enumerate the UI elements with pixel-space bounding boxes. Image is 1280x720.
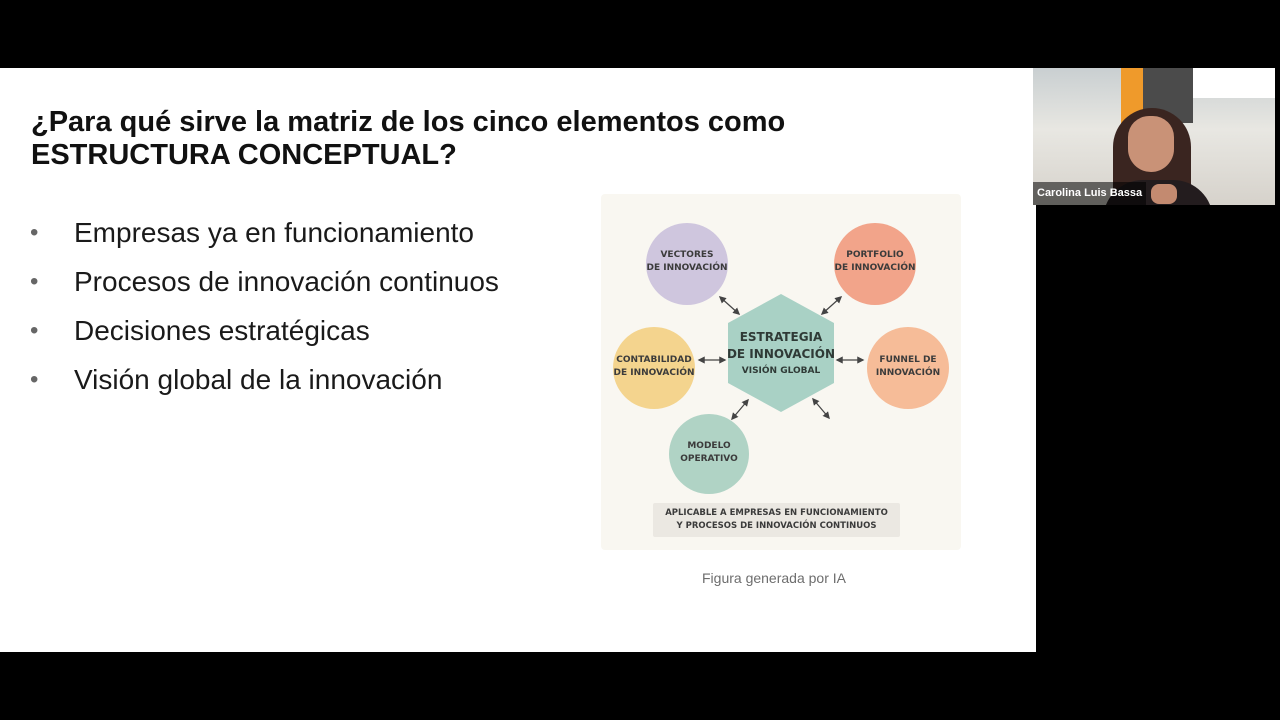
bullet-item: • Empresas ya en funcionamiento (30, 208, 499, 257)
figure-footer-line: Y PROCESOS DE INNOVACIÓN CONTINUOS (676, 521, 877, 531)
arrow-modelo (731, 398, 749, 421)
center-label-line: ESTRATEGIA (739, 330, 823, 344)
figure-caption: Figura generada por IA (702, 570, 846, 586)
node-label-vectores: VECTORES DE INNOVACIÓN (637, 249, 737, 275)
node-label-line: OPERATIVO (680, 454, 738, 464)
participant-face (1128, 116, 1174, 172)
node-label-line: FUNNEL DE (879, 355, 937, 365)
node-label-line: CONTABILIDAD (616, 355, 692, 365)
slide-title-line-1: ¿Para qué sirve la matriz de los cinco e… (31, 106, 786, 138)
center-label: ESTRATEGIA DE INNOVACIÓN VISIÓN GLOBAL (721, 329, 841, 379)
node-label-line: MODELO (687, 441, 731, 451)
bullet-icon: • (30, 316, 39, 344)
node-label-line: DE INNOVACIÓN (613, 368, 695, 378)
node-circle-funnel (867, 327, 949, 409)
bullet-text: Decisiones estratégicas (74, 314, 370, 346)
node-label-modelo: MODELO OPERATIVO (659, 440, 759, 466)
bullet-icon: • (30, 365, 39, 393)
node-circle-contabilidad (613, 327, 695, 409)
slide-title: ¿Para qué sirve la matriz de los cinco e… (31, 106, 911, 172)
bullet-item: • Visión global de la innovación (30, 355, 499, 404)
node-label-portfolio: PORTFOLIO DE INNOVACIÓN (825, 249, 925, 275)
bullet-icon: • (30, 267, 39, 295)
bullet-icon: • (30, 218, 39, 246)
node-label-line: VECTORES (660, 250, 714, 260)
bullet-text: Procesos de innovación continuos (74, 265, 499, 297)
node-label-line: PORTFOLIO (846, 250, 904, 260)
figure-footer-box: APLICABLE A EMPRESAS EN FUNCIONAMIENTO Y… (653, 503, 900, 537)
connector-arrows (697, 296, 865, 421)
figure-footer-line: APLICABLE A EMPRESAS EN FUNCIONAMIENTO (665, 508, 888, 518)
center-hexagon (728, 294, 834, 412)
diagram-graphics (613, 223, 949, 494)
center-label-line: DE INNOVACIÓN (726, 347, 836, 361)
node-label-line: INNOVACIÓN (875, 368, 941, 378)
ai-diagram-figure: VECTORES DE INNOVACIÓN PORTFOLIO DE INNO… (601, 194, 961, 550)
node-label-line: DE INNOVACIÓN (646, 263, 728, 273)
bullet-item: • Decisiones estratégicas (30, 306, 499, 355)
background-wall (1193, 68, 1275, 98)
bullet-item: • Procesos de innovación continuos (30, 257, 499, 306)
participant-hand (1151, 184, 1177, 204)
bullet-text: Empresas ya en funcionamiento (74, 216, 474, 248)
node-label-line: DE INNOVACIÓN (834, 263, 916, 273)
arrow-portfolio (820, 296, 843, 315)
node-label-funnel: FUNNEL DE INNOVACIÓN (858, 354, 958, 380)
participant-name-tag: Carolina Luis Bassa (1033, 182, 1147, 205)
participant-video-tile[interactable]: Carolina Luis Bassa (1033, 68, 1275, 205)
arrow-lower-right (812, 397, 830, 420)
bullet-list: • Empresas ya en funcionamiento • Proces… (30, 208, 499, 404)
bullet-text: Visión global de la innovación (74, 363, 443, 395)
node-label-contabilidad: CONTABILIDAD DE INNOVACIÓN (604, 354, 704, 380)
presentation-slide: ¿Para qué sirve la matriz de los cinco e… (0, 68, 1036, 652)
center-label-subtitle: VISIÓN GLOBAL (741, 366, 821, 376)
arrow-vectores (718, 296, 741, 315)
node-circle-modelo (669, 414, 749, 494)
slide-title-line-2: ESTRUCTURA CONCEPTUAL? (31, 139, 457, 171)
node-circle-portfolio (834, 223, 916, 305)
node-circle-vectores (646, 223, 728, 305)
